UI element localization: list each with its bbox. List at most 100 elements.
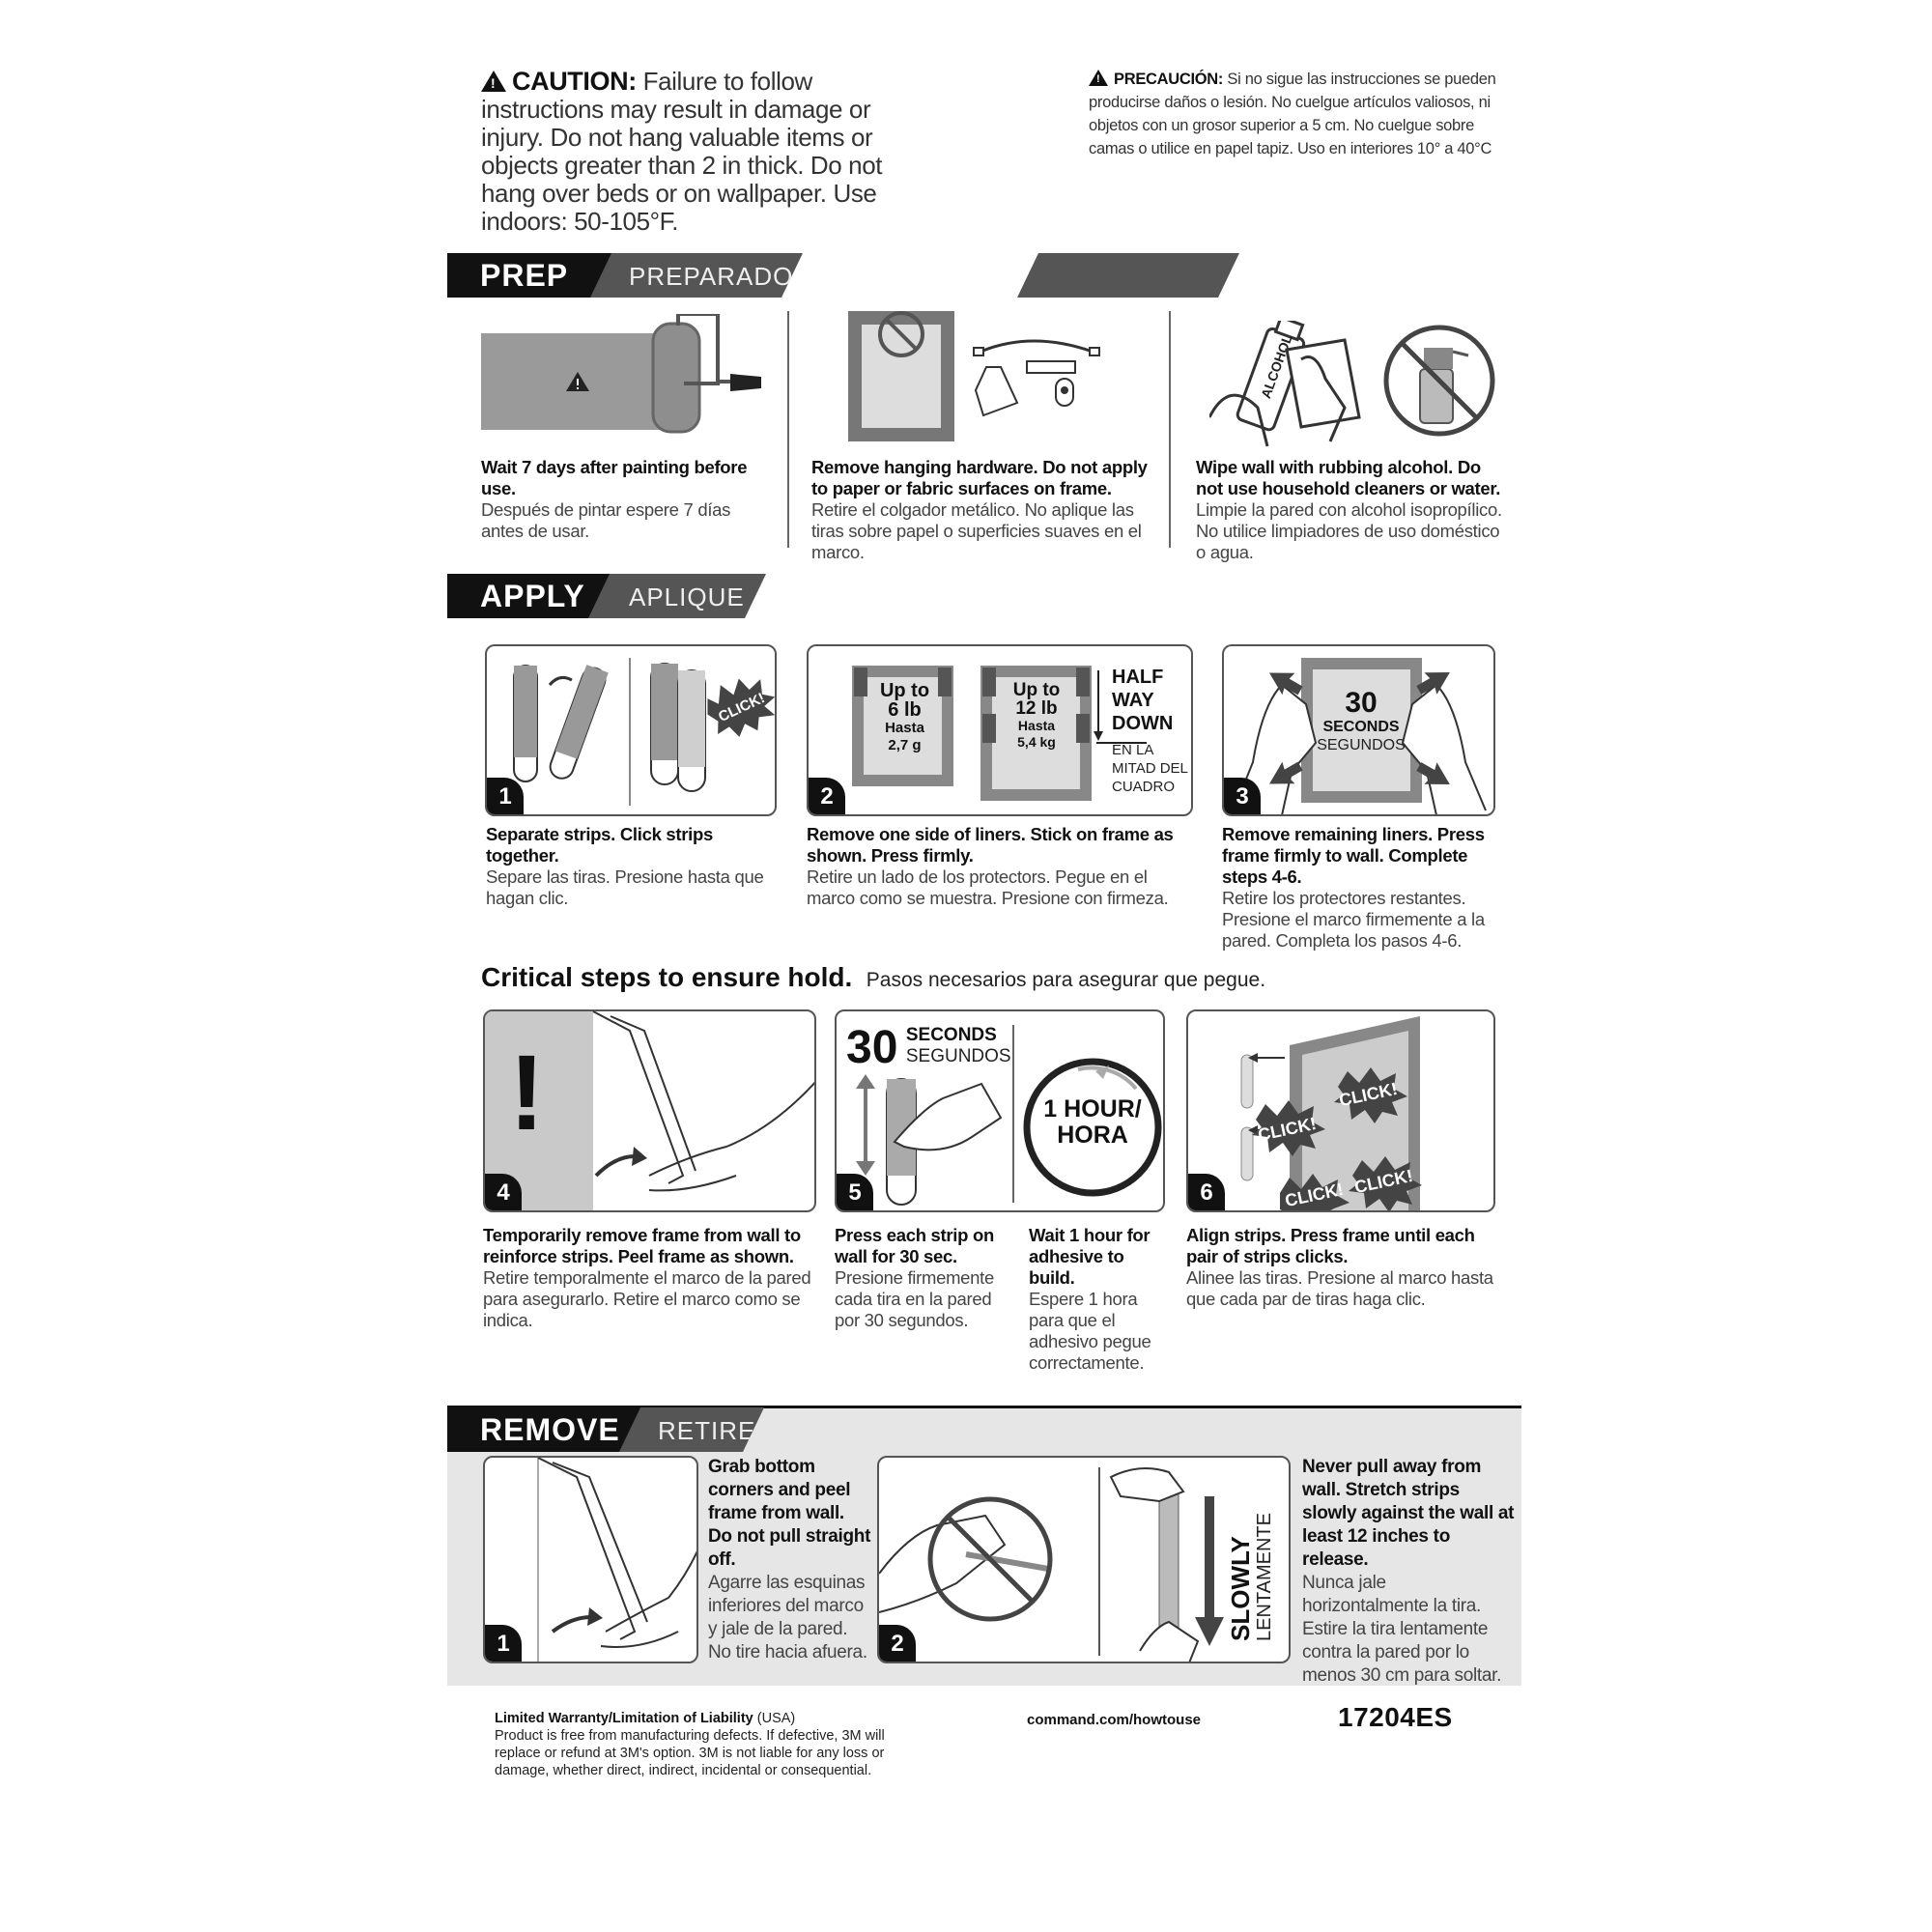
prep-caption-1-es: Después de pintar espere 7 días antes de… — [481, 499, 731, 541]
remove-caption-2: Never pull away from wall. Stretch strip… — [1302, 1456, 1515, 1688]
step-number: 6 — [1188, 1174, 1225, 1210]
step-number: 2 — [809, 778, 845, 814]
seconds-en: SECONDS — [1322, 719, 1400, 735]
clock-line1: 1 HOUR/ — [1043, 1095, 1142, 1122]
prep-caption-2: Remove hanging hardware. Do not apply to… — [811, 457, 1150, 563]
step-number: 1 — [487, 778, 524, 814]
remove-caption-1-en: Grab bottom corners and peel frame from … — [708, 1457, 871, 1570]
frame-6lb-line2: 6 lb — [888, 699, 922, 721]
caution-spanish: PRECAUCIÓN: Si no sigue las instruccione… — [1089, 68, 1504, 160]
half-es1: EN LA — [1112, 742, 1154, 758]
half-line3: DOWN — [1112, 713, 1174, 734]
prep-subtitle-band — [1017, 253, 1239, 298]
frame-12lb-label: Up to 12 lb Hasta 5,4 kg — [988, 681, 1085, 751]
frame-6lb-line4: 2,7 g — [888, 737, 922, 753]
critical-steps-heading: Critical steps to ensure hold. Pasos nec… — [481, 962, 1524, 993]
seconds-30-label: 30 SECONDS SEGUNDOS — [846, 1025, 1011, 1071]
wait-caption-es: Espere 1 hora para que el adhesivo pegue… — [1029, 1289, 1151, 1373]
half-line2: WAY — [1112, 690, 1154, 711]
half-es3: CUADRO — [1112, 779, 1176, 795]
frame-6lb-line1: Up to — [879, 680, 930, 701]
frame-6lb-line3: Hasta — [885, 720, 924, 736]
critical-caption-6-en: Align strips. Press frame until each pai… — [1186, 1225, 1475, 1266]
critical-caption-4-es: Retire temporalmente el marco de la pare… — [483, 1267, 811, 1330]
frame-6lb-label: Up to 6 lb Hasta 2,7 g — [859, 681, 951, 754]
half-way-down-label: HALF WAY DOWN EN LA MITAD DEL CUADRO — [1112, 666, 1188, 796]
frame-hardware-illustration — [848, 311, 1119, 446]
wait-one-hour-caption: Wait 1 hour for adhesive to build. Esper… — [1029, 1225, 1154, 1374]
apply-caption-3-es: Retire los protectores restantes. Presio… — [1222, 888, 1485, 951]
remove-caption-2-es: Nunca jale horizontalmente la tira. Esti… — [1302, 1573, 1502, 1686]
critical-step-4-panel: ! 4 — [483, 1009, 816, 1212]
remove-step-1-panel: 1 — [483, 1456, 698, 1663]
caution-label: CAUTION: — [512, 67, 637, 96]
critical-subtitle: Pasos necesarios para asegurar que pegue… — [866, 969, 1266, 991]
critical-title: Critical steps to ensure hold. — [481, 962, 853, 992]
precaucion-text: Si no sigue las instrucciones se pueden … — [1089, 71, 1496, 157]
critical-caption-6-es: Alinee las tiras. Presione al marco hast… — [1186, 1267, 1493, 1309]
prep-caption-1: Wait 7 days after painting before use. D… — [481, 457, 761, 542]
frame-12lb-line3: Hasta — [1017, 718, 1056, 733]
prep-caption-3-es: Limpie la pared con alcohol isopropílico… — [1196, 499, 1502, 562]
remove-caption-1-es: Agarre las esquinas inferiores del marco… — [708, 1573, 867, 1662]
warranty-title: Limited Warranty/Limitation of Liability — [495, 1711, 753, 1726]
clock-line2: HORA — [1057, 1122, 1128, 1149]
apply-caption-2-en: Remove one side of liners. Stick on fram… — [807, 824, 1174, 866]
apply-caption-2-es: Retire un lado de los protectors. Pegue … — [807, 867, 1169, 908]
apply-subtitle: APLIQUE — [588, 574, 766, 618]
caution-text: Failure to follow instructions may resul… — [481, 67, 883, 236]
critical-caption-6: Align strips. Press frame until each pai… — [1186, 1225, 1495, 1310]
support-url-link[interactable]: command.com/howtouse — [1027, 1712, 1202, 1728]
critical-caption-5: Press each strip on wall for 30 sec. Pre… — [835, 1225, 1018, 1331]
seconds-es: SEGUNDOS — [905, 1046, 1011, 1066]
slowly-es: LENTAMENTE — [1254, 1513, 1275, 1641]
apply-caption-3: Remove remaining liners. Press frame fir… — [1222, 824, 1502, 952]
remove-section-header: REMOVE RETIRE — [447, 1407, 1521, 1452]
half-line1: HALF — [1112, 667, 1164, 688]
prep-caption-1-en: Wait 7 days after painting before use. — [481, 457, 748, 498]
remove-top-rule — [447, 1406, 1521, 1408]
apply-step-2-panel: Up to 6 lb Hasta 2,7 g Up to 12 lb Hasta… — [807, 644, 1193, 816]
remove-step-2-panel: SLOWLY LENTAMENTE 2 — [877, 1456, 1291, 1663]
prep-section-header: PREP PREPARADO — [447, 253, 1521, 298]
half-es2: MITAD DEL — [1112, 760, 1188, 777]
precaucion-label: PRECAUCIÓN: — [1114, 71, 1224, 88]
seconds-num: 30 — [1345, 687, 1378, 719]
step-number: 5 — [837, 1174, 873, 1210]
seconds-30-label: 30 SECONDS SEGUNDOS — [1313, 689, 1409, 754]
apply-caption-3-en: Remove remaining liners. Press frame fir… — [1222, 824, 1485, 887]
apply-step-3-panel: 30 SECONDS SEGUNDOS 3 — [1222, 644, 1495, 816]
prep-caption-2-es: Retire el colgador metálico. No aplique … — [811, 499, 1142, 562]
prep-caption-3-en: Wipe wall with rubbing alcohol. Do not u… — [1196, 457, 1501, 498]
apply-step-1-panel: CLICK! 1 — [485, 644, 777, 816]
frame-12lb-line2: 12 lb — [1015, 698, 1058, 719]
step-number: 2 — [879, 1625, 916, 1662]
critical-caption-5-en: Press each strip on wall for 30 sec. — [835, 1225, 994, 1266]
critical-step-6-panel: CLICK! CLICK! CLICK! CLICK! 6 — [1186, 1009, 1495, 1212]
seconds-es: SEGUNDOS — [1317, 737, 1406, 753]
remove-caption-1: Grab bottom corners and peel frame from … — [708, 1456, 872, 1664]
apply-caption-1-es: Separe las tiras. Presione hasta que hag… — [486, 867, 764, 908]
product-code: 17204ES — [1338, 1702, 1453, 1732]
critical-caption-5-es: Presione firmemente cada tira en la pare… — [835, 1267, 994, 1330]
remove-title: REMOVE — [447, 1407, 640, 1452]
wait-caption-en: Wait 1 hour for adhesive to build. — [1029, 1225, 1151, 1288]
apply-section-header: APPLY APLIQUE — [447, 574, 1521, 618]
warning-icon — [1089, 70, 1108, 86]
step-number: 3 — [1224, 778, 1261, 814]
one-hour-clock-label: 1 HOUR/ HORA — [1030, 1096, 1155, 1149]
warranty-block: Limited Warranty/Limitation of Liability… — [495, 1710, 920, 1779]
seconds-en: SECONDS — [905, 1025, 997, 1045]
apply-title: APPLY — [447, 574, 610, 618]
remove-caption-2-en: Never pull away from wall. Stretch strip… — [1302, 1457, 1515, 1570]
warning-icon — [481, 71, 506, 92]
apply-caption-1: Separate strips. Click strips together. … — [486, 824, 776, 909]
prep-divider — [1169, 311, 1171, 548]
caution-english: CAUTION: Failure to follow instructions … — [481, 68, 935, 236]
prep-title: PREP — [447, 253, 611, 298]
step-number: 1 — [485, 1625, 522, 1662]
step-number: 4 — [485, 1174, 522, 1210]
frame-12lb-line4: 5,4 kg — [1017, 734, 1056, 750]
warranty-text: Product is free from manufacturing defec… — [495, 1728, 885, 1778]
warranty-region: (USA) — [753, 1711, 796, 1726]
